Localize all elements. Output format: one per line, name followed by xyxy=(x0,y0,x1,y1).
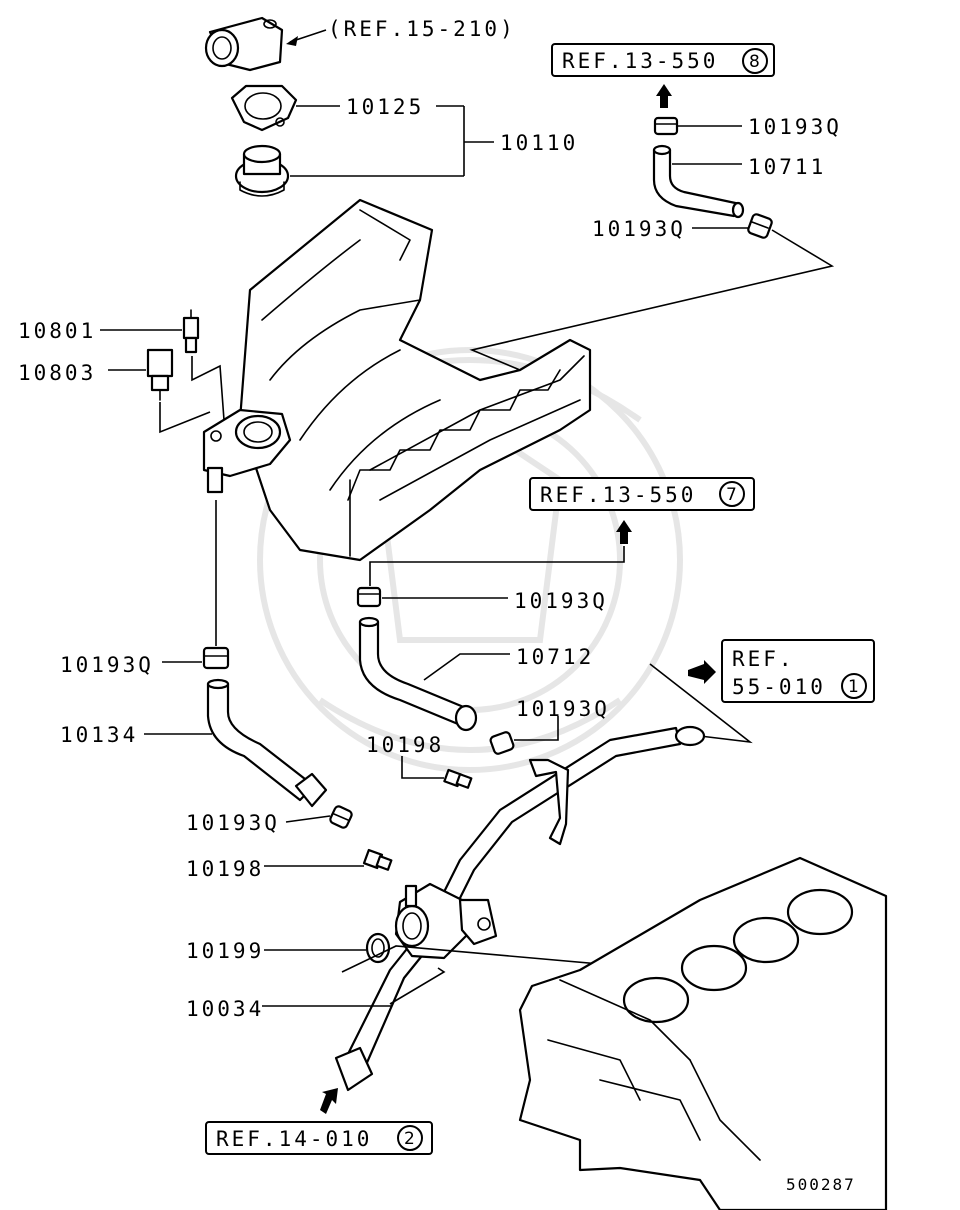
arrow-up-icon xyxy=(656,84,672,108)
part-10198-label-b: 10198 xyxy=(186,857,264,881)
part-10803-label: 10803 xyxy=(18,361,96,385)
ref-15-210-label: (REF.15-210) xyxy=(328,17,516,41)
hose-clamp-10193q-right[interactable] xyxy=(747,213,773,239)
bolt-10198-upper[interactable] xyxy=(443,768,473,789)
temperature-gauge-unit-10801[interactable] xyxy=(182,309,200,354)
arrow-down-left-icon xyxy=(320,1088,338,1114)
part-10712-label: 10712 xyxy=(516,645,594,669)
hose-clamp-10193q-mid[interactable] xyxy=(356,586,382,608)
ref-13-550-7-circle: 7 xyxy=(726,485,737,505)
part-10801-label: 10801 xyxy=(18,319,96,343)
water-hose-10712[interactable] xyxy=(358,616,478,732)
water-hose-10711[interactable] xyxy=(652,144,745,219)
part-10034-label: 10034 xyxy=(186,997,264,1021)
part-10134-label: 10134 xyxy=(60,723,138,747)
ref-55-010-1-line2: 55-010 xyxy=(732,675,826,699)
water-outlet-fitting[interactable] xyxy=(202,408,292,494)
part-10193q-label-e: 10193Q xyxy=(60,653,154,677)
diagram-code: 500287 xyxy=(786,1175,856,1194)
o-ring-10199[interactable] xyxy=(365,932,391,964)
thermostat-gasket[interactable] xyxy=(230,84,298,132)
part-10193q-label-a: 10193Q xyxy=(748,115,842,139)
intake-manifold[interactable] xyxy=(238,198,592,562)
water-hose-10134[interactable] xyxy=(206,678,328,808)
part-10199-label: 10199 xyxy=(186,939,264,963)
part-10711-label: 10711 xyxy=(748,155,826,179)
ref-13-550-8-circle: 8 xyxy=(749,52,760,72)
part-10193q-label-f: 10193Q xyxy=(186,811,280,835)
water-temperature-sensor-10803[interactable] xyxy=(146,348,174,401)
ref-14-010-2-circle: 2 xyxy=(404,1129,415,1149)
ref-13-550-8-text: REF.13-550 xyxy=(562,49,718,73)
thermostat[interactable] xyxy=(234,144,290,197)
ref-55-010-1-box[interactable]: REF. 55-010 1 xyxy=(721,639,875,703)
part-10193q-label-b: 10193Q xyxy=(592,217,686,241)
ref-13-550-7-box[interactable]: REF.13-550 7 xyxy=(529,477,755,511)
part-10125-label: 10125 xyxy=(346,95,424,119)
part-10198-label-a: 10198 xyxy=(366,733,444,757)
hose-clamp-10193q-left[interactable] xyxy=(202,646,230,670)
ref-13-550-8-box[interactable]: REF.13-550 8 xyxy=(551,43,775,77)
ref-55-010-1-circle: 1 xyxy=(848,677,859,697)
water-inlet-pipe-10034[interactable] xyxy=(334,725,706,1092)
ref-14-010-2-box[interactable]: REF.14-010 2 xyxy=(205,1121,433,1155)
part-10193q-label-c: 10193Q xyxy=(514,589,608,613)
bolt-10198-lower[interactable] xyxy=(362,848,393,871)
ref-55-010-1-line1: REF. xyxy=(732,647,795,671)
part-10193q-label-d: 10193Q xyxy=(516,697,610,721)
hose-clamp-10193q-top[interactable] xyxy=(653,116,679,136)
part-10110-label: 10110 xyxy=(500,131,578,155)
cylinder-block[interactable] xyxy=(518,856,888,1210)
ref-13-550-7-text: REF.13-550 xyxy=(540,483,696,507)
hose-clamp-10193q-lower-left[interactable] xyxy=(329,805,353,829)
arrow-right-icon xyxy=(688,660,716,684)
arrow-up-icon-2 xyxy=(616,520,632,544)
hose-clamp-10193q-mid2[interactable] xyxy=(489,731,515,755)
thermostat-housing-cover[interactable] xyxy=(204,16,284,72)
ref-14-010-2-text: REF.14-010 xyxy=(216,1127,372,1151)
